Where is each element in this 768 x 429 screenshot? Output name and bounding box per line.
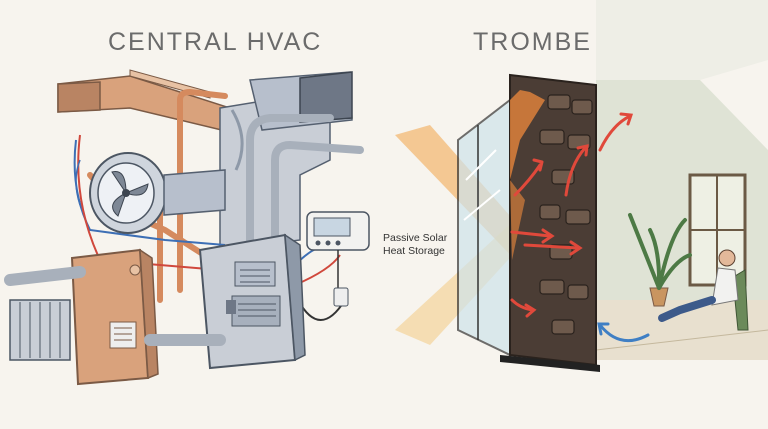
thermostat-icon [306, 211, 370, 307]
caption-passive-solar: Passive Solar [383, 232, 448, 244]
caption-heat-storage: Heat Storage [383, 245, 445, 257]
plant-icon [628, 213, 692, 307]
furnace-unit [198, 233, 306, 370]
cool-air-arrow [597, 322, 650, 343]
central-hvac-title: CENTRAL HVAC [108, 28, 323, 56]
silver-pipes [246, 114, 364, 274]
person-in-chair [658, 249, 749, 331]
room-window [688, 173, 747, 287]
hot-air-arrows [510, 112, 634, 318]
fan-unit [75, 152, 226, 234]
stone-wall [500, 73, 600, 372]
glass-panel [457, 97, 511, 357]
radiator-pipes [4, 266, 226, 361]
